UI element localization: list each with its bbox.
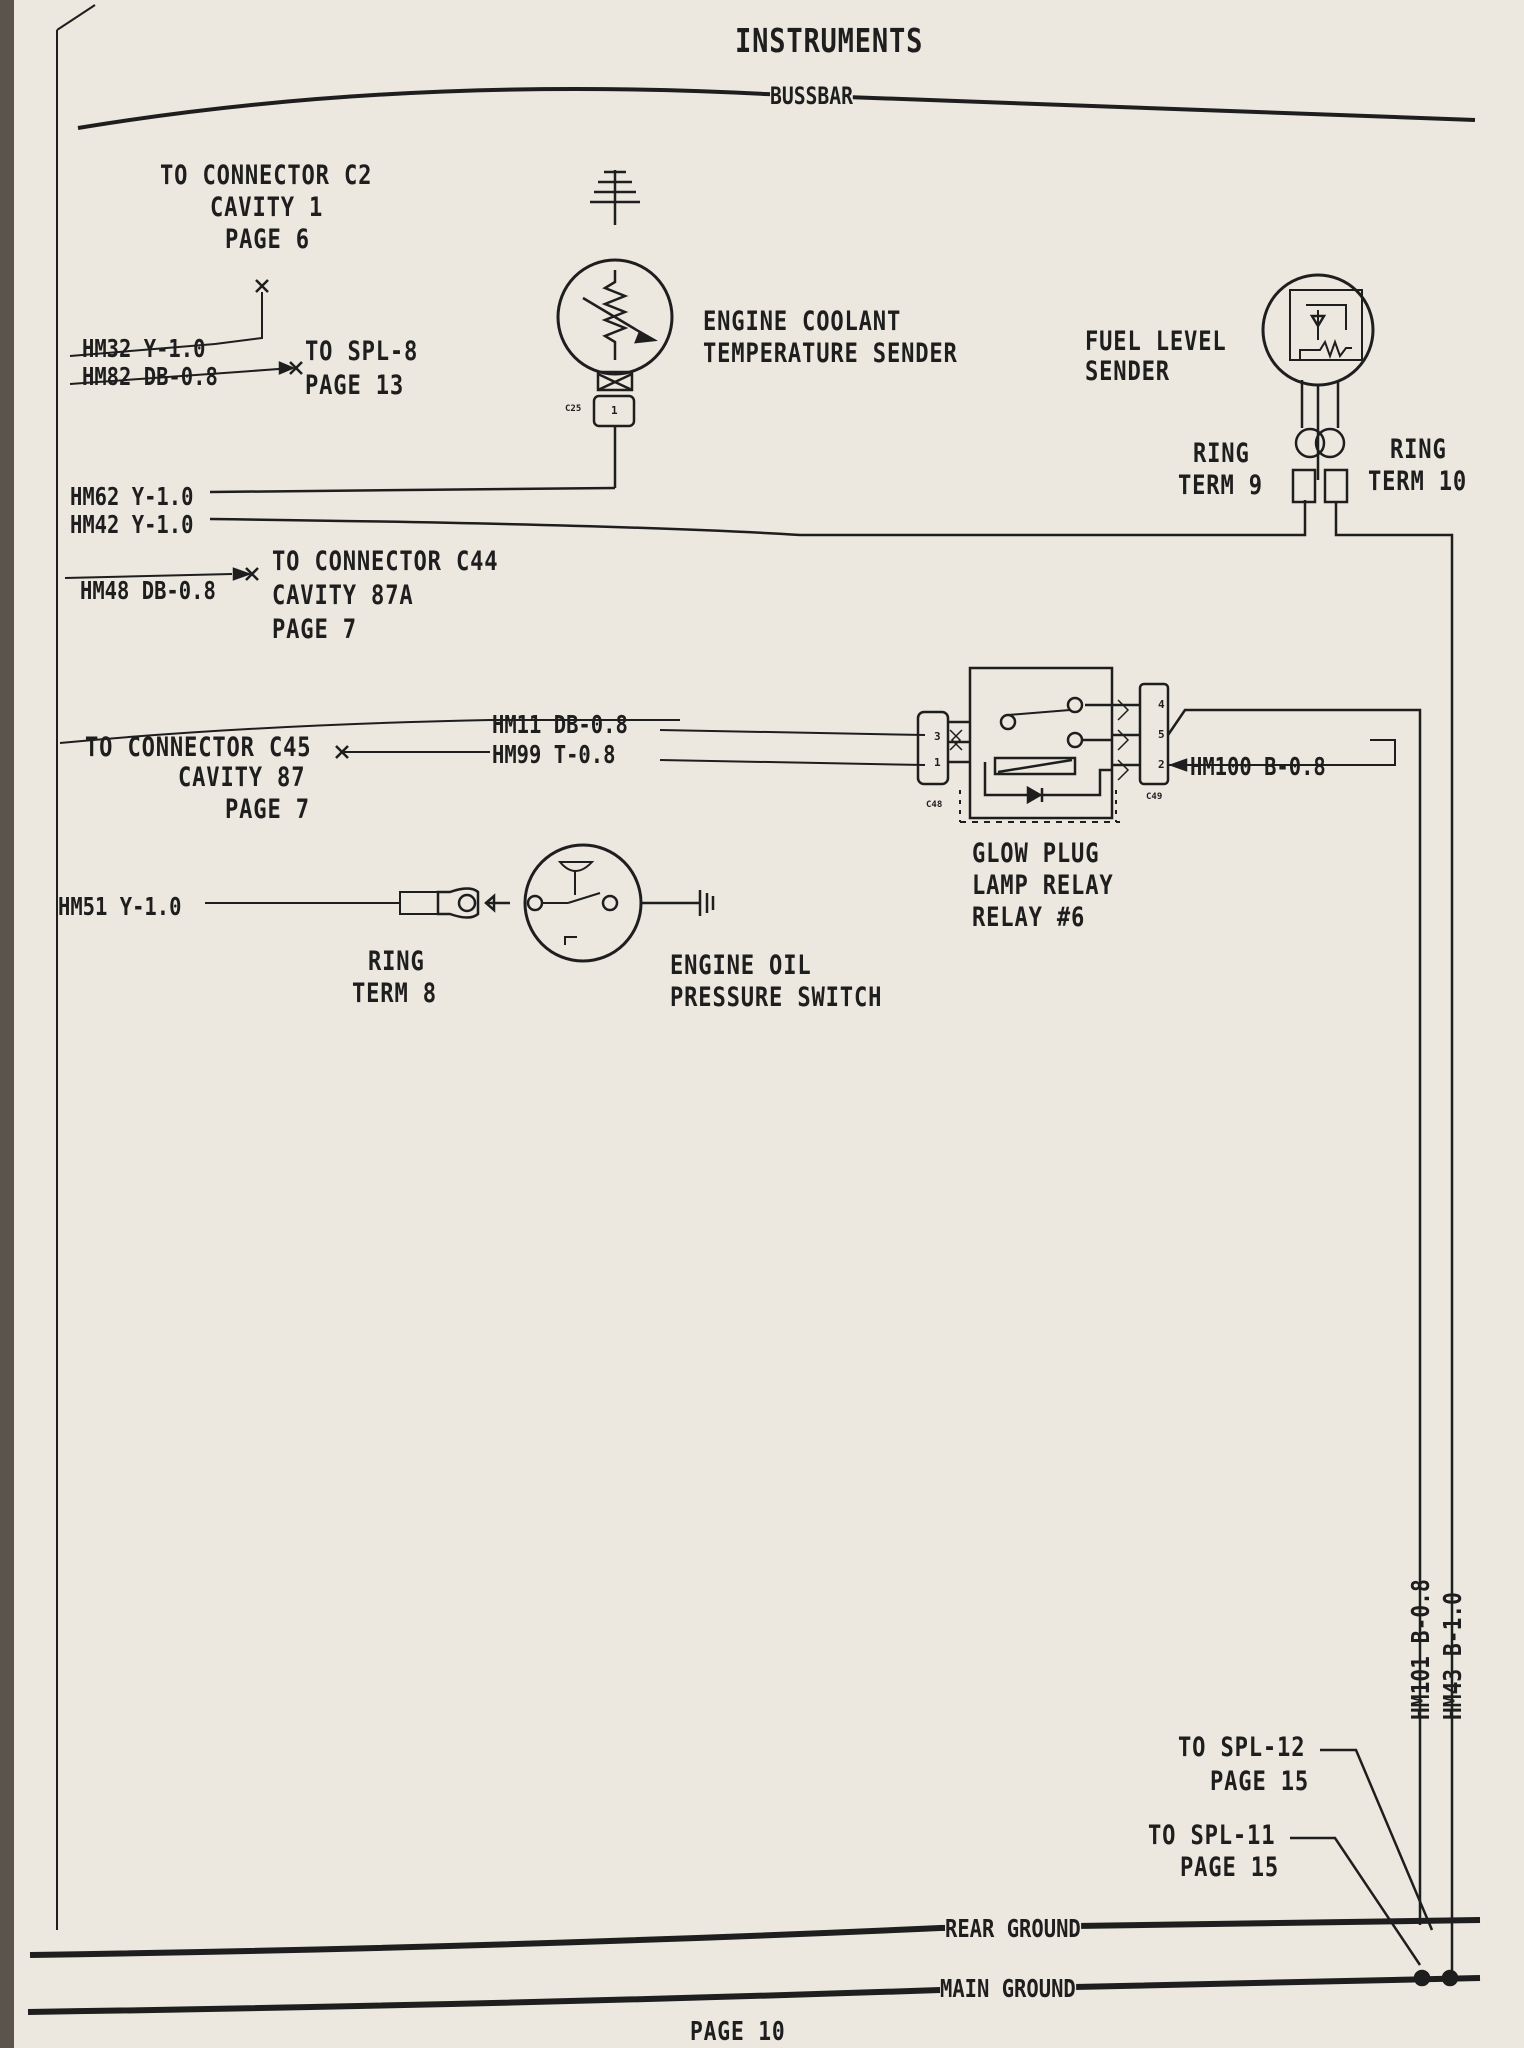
wire-hm11: [659, 729, 926, 736]
wire-label-hm62: HM62 Y-1.0: [70, 482, 194, 511]
wire-hm99: [659, 759, 926, 766]
wire-label-hm82: HM82 DB-0.8: [82, 362, 218, 391]
wire-hm82: [69, 371, 239, 385]
rear-ground-label: REAR GROUND: [945, 1914, 1081, 1943]
connector-c49-label: C49: [1146, 792, 1163, 802]
main-ground-label: MAIN GROUND: [940, 1974, 1076, 2003]
wire-label-hm43: HM43 B-1.0: [1438, 1592, 1467, 1720]
relay-pin-3: 3: [934, 730, 941, 743]
rear-ground-bar: [29, 1917, 1481, 1958]
wire-label-hm51: HM51 Y-1.0: [58, 892, 182, 921]
wire-label-hm11: HM11 DB-0.8: [492, 710, 628, 739]
glow-plug-relay: [916, 666, 1170, 823]
relay-pin-4: 4: [1158, 698, 1165, 711]
wire-hm42: [209, 500, 1307, 537]
wire-hm101-vertical: [1166, 708, 1422, 1925]
wire-label-hm100: HM100 B-0.8: [1190, 752, 1326, 781]
fuel-level-sender: [1261, 273, 1375, 504]
wire-label-hm48: HM48 DB-0.8: [80, 576, 216, 605]
page-number: PAGE 10: [690, 2017, 786, 2047]
relay-pin-1: 1: [934, 756, 941, 769]
relay-pin-2: 2: [1158, 758, 1165, 771]
connector-c25-label: C25: [565, 404, 582, 414]
schematic-page: [14, 0, 1524, 2048]
wire-hm43-vertical: [1334, 502, 1454, 1925]
wire-hm48: [64, 573, 233, 579]
connector-c48-label: C48: [926, 800, 943, 810]
wire-label-hm32: HM32 Y-1.0: [82, 334, 206, 363]
wire-hm62: [209, 486, 616, 494]
coolant-temp-sender: [556, 170, 674, 428]
wire-label-hm99: HM99 T-0.8: [492, 740, 616, 769]
relay-pin-5: 5: [1158, 728, 1165, 741]
wire-label-hm101: HM101 B-0.8: [1406, 1579, 1435, 1720]
bussbar-line: [77, 86, 1476, 130]
wire-label-hm42: HM42 Y-1.0: [70, 510, 194, 539]
coolant-pin-label: 1: [611, 404, 618, 417]
page-title: INSTRUMENTS: [735, 21, 924, 60]
main-ground-bar: [27, 1975, 1481, 2015]
bussbar-label: BUSSBAR: [770, 82, 853, 110]
wire-hm32: [69, 343, 216, 357]
oil-pressure-switch: [399, 843, 715, 963]
